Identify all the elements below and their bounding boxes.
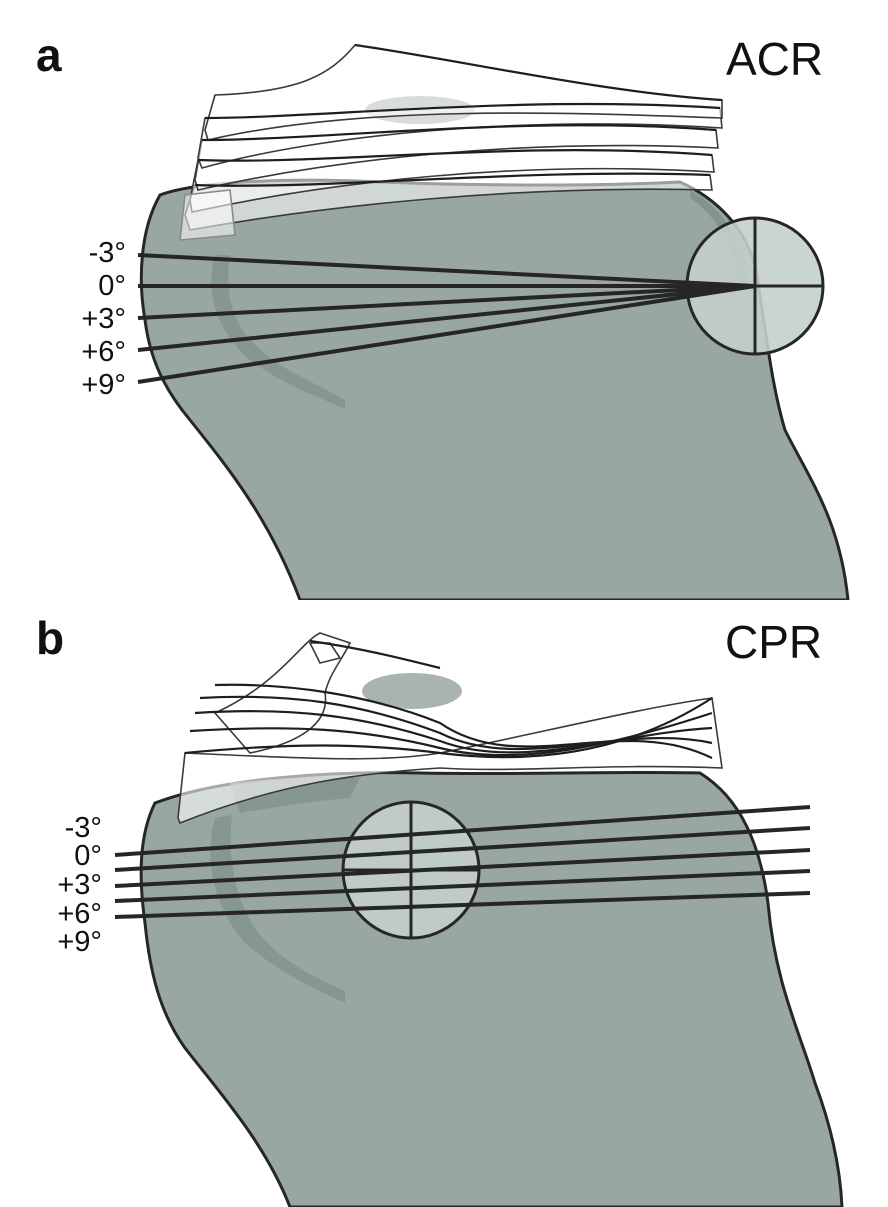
angle-line-plus6 [137,284,756,352]
bone-shadow-b [210,815,345,1003]
angle-label-b-0: 0° [74,840,102,872]
panel-letter-b: b [36,612,65,664]
angle-line-b-plus3 [114,848,811,888]
implant-edges-b [184,639,713,759]
panel-b-illustration [114,632,844,1207]
design-label-cpr: CPR [725,616,823,668]
condyle-shadow-b [362,673,462,709]
angle-line-plus3 [137,284,756,320]
angle-label-0: 0° [98,270,126,302]
angle-label-minus3: -3° [88,237,126,269]
implant-stack-a [179,44,723,241]
tibia-bone-b [139,770,844,1207]
angle-lines-b [114,805,811,919]
angle-line-minus3 [137,253,756,288]
angle-label-b-plus6: +6° [57,898,102,930]
bone-shadow-a [211,255,345,410]
panel-a-illustration [137,43,850,600]
implant-edges-a [194,43,723,187]
angle-label-b-plus9: +9° [57,926,102,958]
angle-label-plus3: +3° [81,303,126,335]
design-label-acr: ACR [726,33,824,85]
angle-line-plus9 [137,284,756,384]
panel-b-cpr: b CPR -3° 0° +3° +6° +9° [0,603,888,1207]
angle-line-b-plus9 [114,891,811,919]
angle-line-b-minus3 [114,805,811,857]
implant-stack-b [177,632,723,825]
panel-letter-a: a [36,29,62,81]
angle-label-plus9: +9° [81,369,126,401]
angle-label-plus6: +6° [81,336,126,368]
angle-line-b-plus6 [114,869,811,903]
angle-lines-a [137,253,756,384]
panel-a-acr: a ACR -3° 0° +3° +6° +9° [0,0,888,600]
angle-label-b-minus3: -3° [64,812,102,844]
angle-label-b-plus3: +3° [57,869,102,901]
angle-line-b-0 [114,826,811,872]
